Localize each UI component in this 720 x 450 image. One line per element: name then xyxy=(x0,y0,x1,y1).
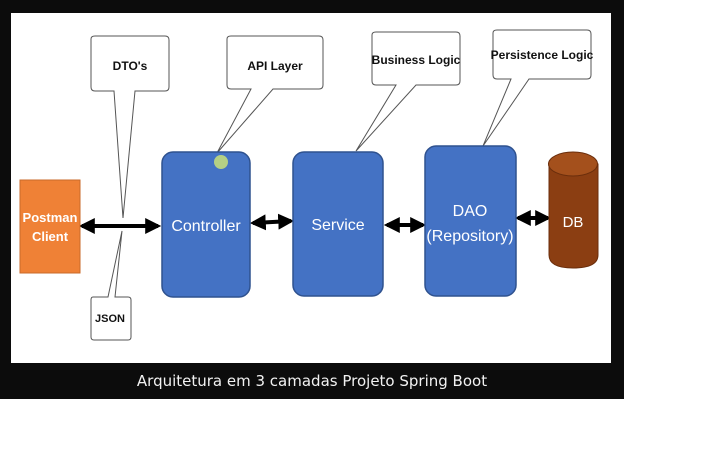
controller-label: Controller xyxy=(171,218,241,235)
json-callout: JSON xyxy=(90,230,132,341)
service-label: Service xyxy=(311,217,364,234)
service-node: Service xyxy=(292,151,384,297)
dao-label-line1: DAO xyxy=(453,203,488,220)
dao-node: DAO (Repository) xyxy=(424,145,517,297)
persistence-logic-label: Persistence Logic xyxy=(491,48,594,62)
api-layer-label: API Layer xyxy=(247,59,303,73)
arrow-controller-service xyxy=(249,213,295,231)
db-label: DB xyxy=(563,214,584,231)
postman-label-line1: Postman xyxy=(23,210,78,225)
image-caption: Arquitetura em 3 camadas Projeto Spring … xyxy=(136,372,488,390)
connector-arrows xyxy=(78,210,552,234)
postman-label-line2: Client xyxy=(32,229,69,244)
dao-label-line2: (Repository) xyxy=(426,228,513,245)
business-logic-label: Business Logic xyxy=(372,53,461,67)
api-layer-callout: API Layer xyxy=(216,35,324,154)
diagram-canvas: DTO's API Layer Business Logic Persisten… xyxy=(11,13,611,363)
controller-node: Controller xyxy=(161,151,251,298)
architecture-diagram: DTO's API Layer Business Logic Persisten… xyxy=(19,29,599,341)
persistence-logic-callout: Persistence Logic xyxy=(482,29,594,147)
dtos-callout: DTO's xyxy=(90,35,170,219)
dtos-label: DTO's xyxy=(113,59,148,73)
db-node: DB xyxy=(548,151,599,269)
json-label: JSON xyxy=(95,313,125,325)
cursor-highlight xyxy=(214,155,228,169)
image-frame: DTO's API Layer Business Logic Persisten… xyxy=(0,0,624,399)
postman-client-node: Postman Client xyxy=(19,179,81,274)
business-logic-callout: Business Logic xyxy=(355,31,461,152)
